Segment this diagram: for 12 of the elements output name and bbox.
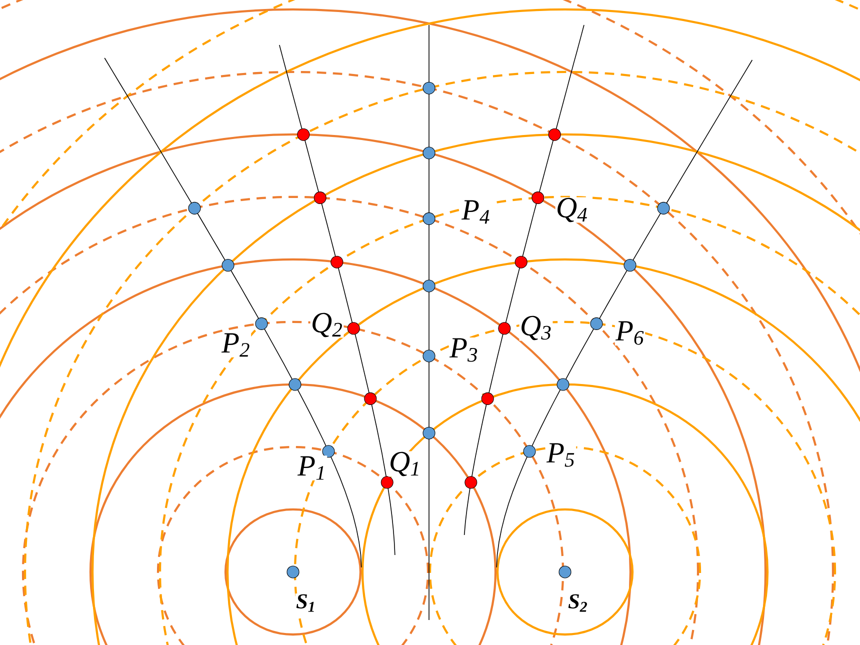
point-label: P$_{3}$ [448,338,480,362]
point-label: P$_{4}$ [460,200,492,224]
point-label: P$_{5}$ [546,442,576,468]
point-label: Q$_{1}$ [388,451,422,477]
point-label: Q$_{3}$ [519,315,553,341]
point-label: Q$_{2}$ [310,312,344,338]
point-label: S$_{2}$ [567,594,589,612]
point-label: P$_{6}$ [614,320,646,346]
point-label: P$_{2}$ [220,332,252,358]
point-label: S$_{1}$ [295,594,317,612]
point-label: P$_{1}$ [296,456,328,480]
point-label: Q$_{4}$ [555,197,589,223]
